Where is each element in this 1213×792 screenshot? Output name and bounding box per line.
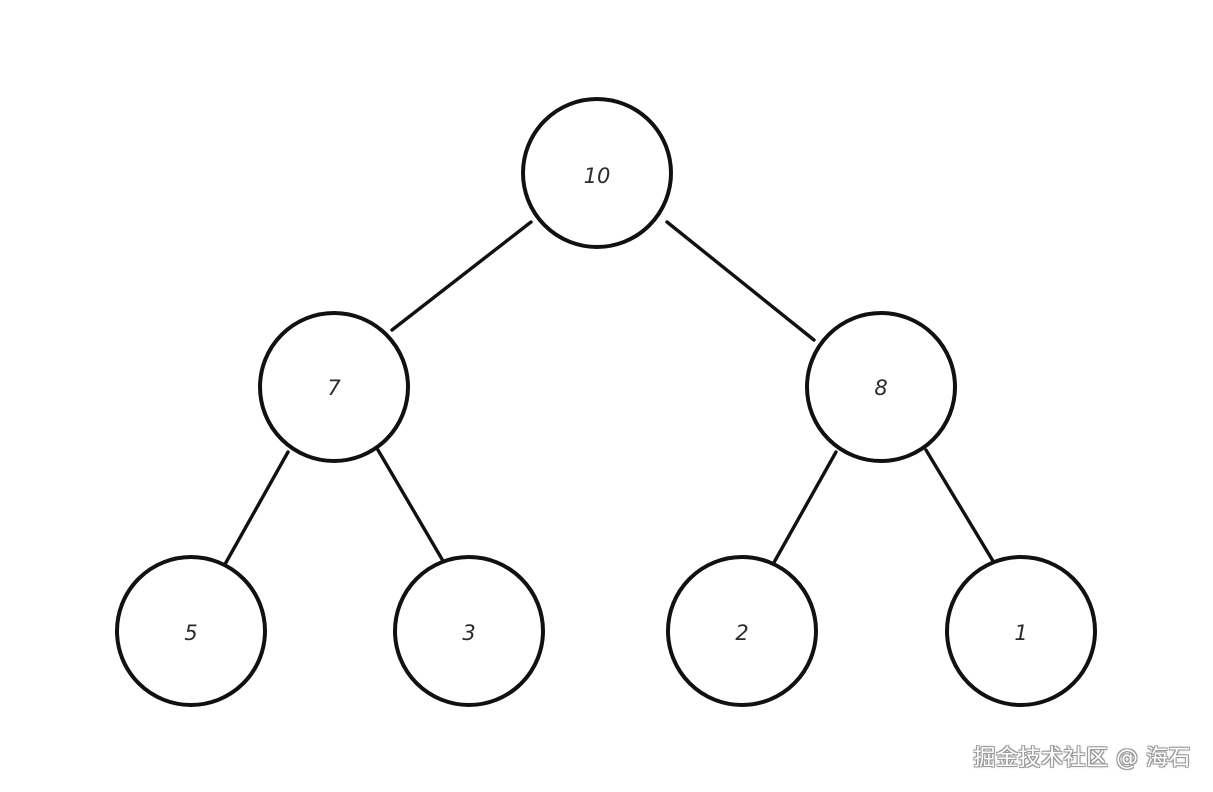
- node-label: 5: [184, 621, 197, 645]
- node-label: 2: [735, 621, 748, 645]
- edge-7-3: [376, 448, 448, 568]
- watermark-text: 掘金技术社区 @ 海石: [973, 746, 1191, 771]
- nodes: 10 7 8 5 3 2 1: [115, 97, 1097, 707]
- node-label: 7: [327, 376, 341, 400]
- tree-node: 3: [393, 555, 545, 707]
- node-label: 10: [584, 164, 611, 188]
- edge-10-8: [665, 220, 816, 342]
- edge-7-5: [222, 450, 290, 568]
- tree-node: 8: [805, 311, 957, 463]
- node-circle: [805, 311, 957, 463]
- tree-node: 5: [115, 555, 267, 707]
- node-label: 1: [1014, 621, 1027, 645]
- node-circle: [945, 555, 1097, 707]
- edge-10-7: [390, 220, 533, 332]
- node-circle: [258, 311, 410, 463]
- edge-8-1: [924, 448, 998, 568]
- tree-node: 2: [666, 555, 818, 707]
- node-circle: [393, 555, 545, 707]
- tree-node: 7: [258, 311, 410, 463]
- node-circle: [521, 97, 673, 249]
- tree-node: 10: [521, 97, 673, 249]
- node-circle: [666, 555, 818, 707]
- node-label: 3: [462, 621, 475, 645]
- node-label: 8: [874, 376, 887, 400]
- edge-8-2: [770, 450, 838, 568]
- tree-node: 1: [945, 555, 1097, 707]
- node-circle: [115, 555, 267, 707]
- edges: [222, 220, 998, 568]
